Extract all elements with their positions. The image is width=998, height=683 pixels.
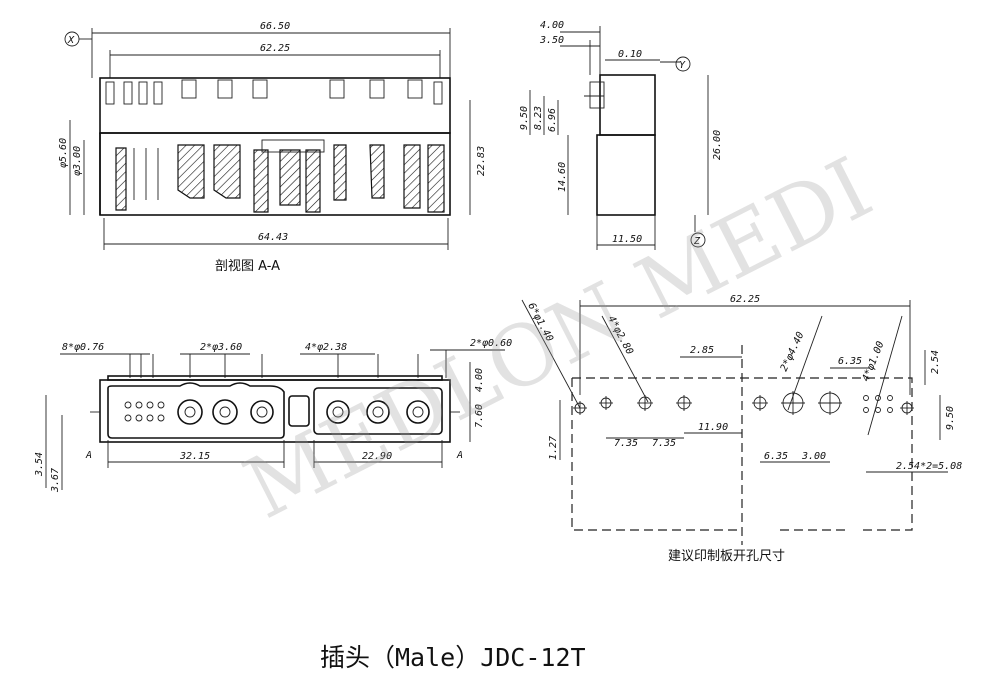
dim-pcb-9-50: 9.50 bbox=[945, 406, 956, 430]
dim-pcb-11-90: 11.90 bbox=[698, 422, 728, 433]
dim-3-67: 3.67 bbox=[50, 468, 61, 493]
dim-side-0-10: 0.10 bbox=[618, 49, 642, 60]
dim-side-8-23: 8.23 bbox=[533, 106, 544, 130]
watermark: MEDLON MEDI bbox=[230, 138, 887, 537]
dim-pcb-7-35b: 7.35 bbox=[652, 438, 676, 449]
datum-y-label: Y bbox=[679, 60, 686, 71]
dim-side-26-00: 26.00 bbox=[712, 130, 723, 160]
datum-x-label: X bbox=[67, 35, 75, 46]
front-view: 8*φ0.76 2*φ3.60 4*φ2.38 2*φ0.60 bbox=[34, 338, 512, 493]
dim-64-43: 64.43 bbox=[258, 232, 288, 243]
datum-z-label: Z bbox=[693, 236, 701, 247]
dim-22-90: 22.90 bbox=[362, 451, 392, 462]
dim-4x2-38: 4*φ2.38 bbox=[305, 342, 347, 353]
dim-phi-5-60: φ5.60 bbox=[58, 138, 69, 168]
dim-3-54: 3.54 bbox=[34, 452, 45, 477]
section-marker-right: A bbox=[456, 450, 463, 461]
drawing-title: 插头（Male）JDC-12T bbox=[320, 643, 586, 672]
section-label: 剖视图 A-A bbox=[215, 259, 280, 274]
dim-pcb-2x4-40: 2*φ4.40 bbox=[779, 330, 807, 373]
section-marker-left: A bbox=[85, 450, 92, 461]
dim-7-60: 7.60 bbox=[474, 404, 485, 428]
dim-side-6-96: 6.96 bbox=[547, 108, 558, 132]
dim-32-15: 32.15 bbox=[179, 451, 210, 462]
dim-side-9-50: 9.50 bbox=[519, 106, 530, 130]
dim-pcb-6-35b: 6.35 bbox=[764, 451, 788, 462]
dim-8x0-76: 8*φ0.76 bbox=[62, 342, 104, 353]
dim-pcb-62-25: 62.25 bbox=[730, 294, 760, 305]
dim-phi-3-00: φ3.00 bbox=[72, 146, 83, 176]
dim-pcb-6-35: 6.35 bbox=[838, 356, 862, 367]
section-view-aa: 66.50 62.25 X bbox=[58, 21, 487, 274]
pcb-holes bbox=[573, 391, 914, 415]
dim-22-83: 22.83 bbox=[476, 146, 487, 176]
dim-side-11-50: 11.50 bbox=[612, 234, 642, 245]
dim-pcb-7-35a: 7.35 bbox=[614, 438, 638, 449]
signal-pins bbox=[124, 401, 165, 422]
dim-66-50: 66.50 bbox=[260, 21, 290, 32]
pin-row-top bbox=[105, 79, 443, 105]
dim-pcb-2-85: 2.85 bbox=[690, 345, 714, 356]
dim-pcb-4x1-00: 4*φ1.00 bbox=[861, 340, 887, 383]
dim-2x0-60: 2*φ0.60 bbox=[470, 338, 512, 349]
dim-pcb-1-27: 1.27 bbox=[548, 436, 559, 460]
power-contacts bbox=[177, 399, 430, 425]
dim-side-3-50: 3.50 bbox=[539, 35, 564, 46]
dim-2x3-60: 2*φ3.60 bbox=[200, 342, 242, 353]
dim-pcb-2-54x2: 2.54*2=5.08 bbox=[896, 461, 962, 472]
dim-62-25: 62.25 bbox=[260, 43, 290, 54]
dim-side-4-00: 4.00 bbox=[540, 20, 564, 31]
dim-pcb-3-00: 3.00 bbox=[801, 451, 826, 462]
dim-side-14-60: 14.60 bbox=[557, 162, 568, 192]
dim-4-00: 4.00 bbox=[474, 368, 485, 392]
cutout-label: 建议印制板开孔尺寸 bbox=[668, 549, 785, 564]
side-view: 4.00 3.50 0.10 Y Z 9.50 8.23 6.96 14.60 … bbox=[519, 20, 723, 250]
dim-pcb-2-54: 2.54 bbox=[930, 350, 941, 374]
